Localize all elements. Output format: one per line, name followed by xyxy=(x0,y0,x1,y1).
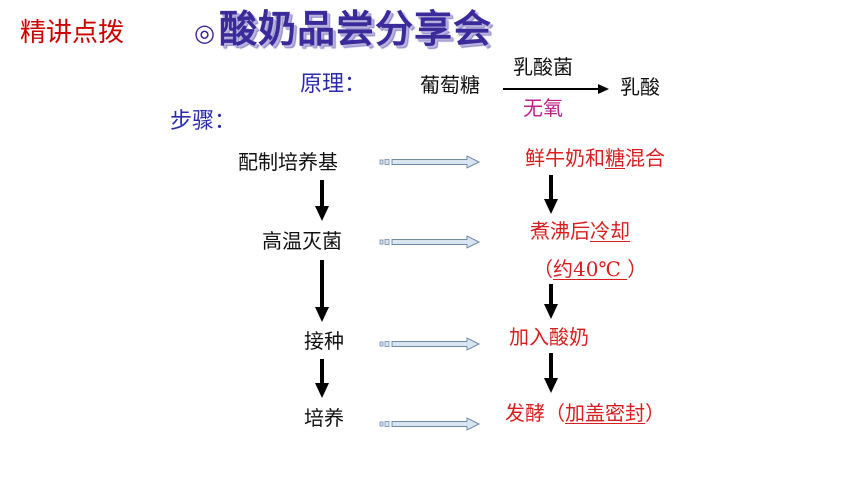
principle-label: 原理： xyxy=(300,72,367,97)
bullet-icon: ◎ xyxy=(194,19,215,47)
down-arrow-left-2 xyxy=(315,260,329,322)
right-arrow-1 xyxy=(379,155,481,169)
down-arrow-right-2 xyxy=(544,284,558,319)
detail-mix: 鲜牛奶和糖混合 xyxy=(525,146,665,170)
detail-boil-cool: 煮沸后冷却 xyxy=(530,219,630,243)
right-arrow-2 xyxy=(379,235,481,249)
down-arrow-left-1 xyxy=(315,180,329,221)
step-inoculate: 接种 xyxy=(304,329,344,353)
right-arrow-4 xyxy=(379,417,481,431)
detail-add-yogurt: 加入酸奶 xyxy=(509,325,589,349)
section-tag: 精讲点拨 xyxy=(20,18,125,48)
catalyst-lactobacillus: 乳酸菌 xyxy=(513,55,573,79)
condition-anaerobic: 无氧 xyxy=(523,96,563,120)
down-arrow-left-3 xyxy=(315,359,329,398)
detail-ferment: 发酵（加盖密封） xyxy=(505,401,665,425)
step-sterilize: 高温灭菌 xyxy=(262,229,342,253)
right-arrow-3 xyxy=(379,337,481,351)
down-arrow-right-1 xyxy=(544,175,558,214)
step-culture: 培养 xyxy=(304,406,344,430)
steps-label: 步骤： xyxy=(170,109,237,134)
detail-temperature: （约40℃ ） xyxy=(533,257,648,281)
reaction-arrow xyxy=(503,84,609,94)
page-title: 酸奶品尝分享会 xyxy=(219,7,493,51)
step-prepare-medium: 配制培养基 xyxy=(238,150,338,174)
reactant-glucose: 葡萄糖 xyxy=(420,73,480,97)
product-lactic-acid: 乳酸 xyxy=(620,75,660,99)
down-arrow-right-3 xyxy=(544,353,558,393)
